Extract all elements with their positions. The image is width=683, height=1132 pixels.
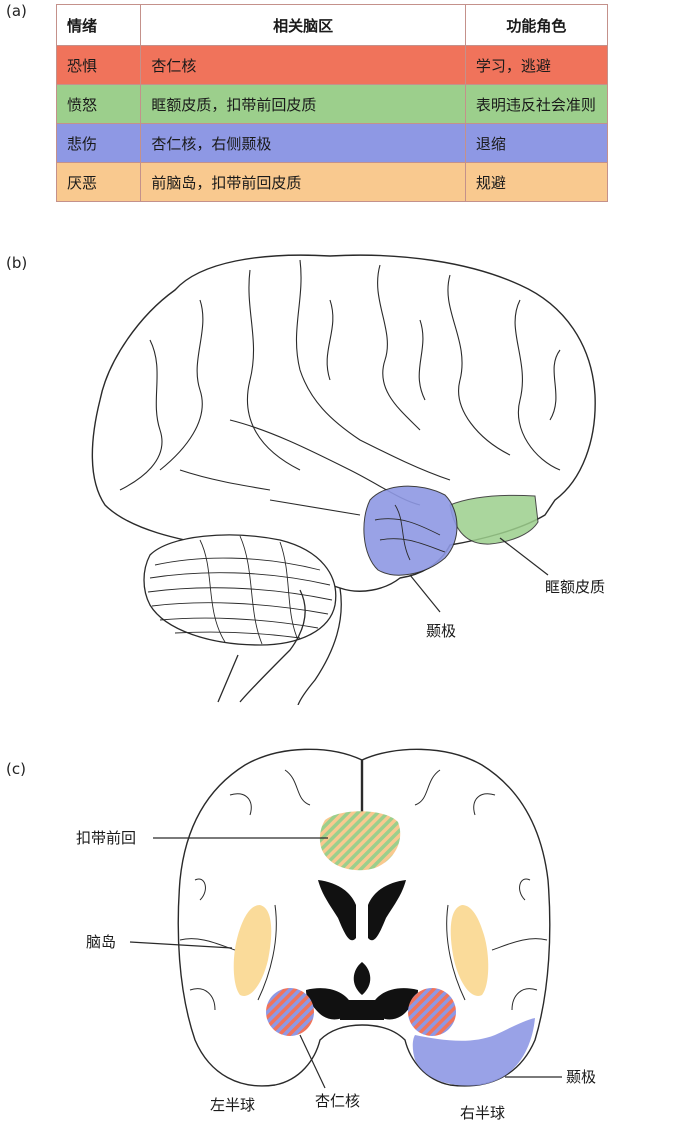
header-role: 功能角色	[464, 4, 609, 46]
table-row: 厌恶 前脑岛，扣带前回皮质 规避	[55, 162, 609, 202]
coronal-section-diagram: 扣带前回 脑岛 左半球 杏仁核 右半球 颞极	[76, 748, 596, 1122]
emotion-table: 情绪 相关脑区 功能角色 恐惧 杏仁核 学习，逃避 愤怒 眶额皮质，扣带前回皮质…	[55, 4, 609, 202]
label-temporal-pole-lateral: 颞极	[426, 622, 456, 640]
gyri-lines	[119, 259, 561, 516]
table-row: 悲伤 杏仁核，右侧颞极 退缩	[55, 123, 609, 163]
insula-leader	[129, 941, 233, 949]
orbitofrontal-leader	[499, 537, 549, 576]
label-amygdala: 杏仁核	[315, 1092, 360, 1110]
temporal-pole-leader	[409, 574, 441, 613]
cell-emotion: 恐惧	[55, 45, 142, 85]
cell-role: 规避	[464, 162, 609, 202]
right-temporal-pole-region	[412, 1018, 535, 1086]
lateral-brain-diagram: 眶额皮质 颞极	[91, 254, 605, 705]
third-ventricle	[353, 962, 371, 995]
coronal-sulci	[179, 769, 548, 1011]
temporal-pole-region	[363, 485, 458, 576]
cell-role: 学习，逃避	[464, 45, 609, 85]
header-regions: 相关脑区	[140, 4, 466, 46]
cell-emotion: 悲伤	[55, 123, 142, 163]
label-right-hemisphere: 右半球	[460, 1104, 505, 1122]
panel-label-c: (c)	[6, 760, 26, 778]
cerebellum-folia	[147, 535, 333, 645]
cell-regions: 杏仁核	[140, 45, 466, 85]
cerebellum	[143, 534, 337, 646]
temporal-horns	[306, 988, 418, 1020]
label-anterior-cingulate: 扣带前回	[76, 829, 136, 847]
table-header-row: 情绪 相关脑区 功能角色	[55, 4, 609, 46]
lateral-ventricles	[318, 880, 406, 941]
table-row: 愤怒 眶额皮质，扣带前回皮质 表明违反社会准则	[55, 84, 609, 124]
label-temporal-pole-coronal: 颞极	[566, 1068, 596, 1086]
right-amygdala-region	[408, 988, 456, 1036]
left-amygdala-region	[266, 988, 314, 1036]
label-left-hemisphere: 左半球	[210, 1096, 255, 1114]
cell-regions: 前脑岛，扣带前回皮质	[140, 162, 466, 202]
cell-regions: 眶额皮质，扣带前回皮质	[140, 84, 466, 124]
anterior-cingulate-region	[319, 811, 401, 871]
orbitofrontal-region	[449, 494, 539, 545]
table-row: 恐惧 杏仁核 学习，逃避	[55, 45, 609, 85]
panel-label-a: (a)	[6, 2, 27, 20]
label-insula: 脑岛	[86, 933, 116, 951]
cell-role: 退缩	[464, 123, 609, 163]
cell-emotion: 愤怒	[55, 84, 142, 124]
cell-regions: 杏仁核，右侧颞极	[140, 123, 466, 163]
right-insula-region	[450, 905, 489, 996]
cell-emotion: 厌恶	[55, 162, 142, 202]
cell-role: 表明违反社会准则	[464, 84, 609, 124]
header-emotion: 情绪	[55, 4, 142, 46]
amygdala-leader	[299, 1034, 326, 1089]
panel-label-b: (b)	[6, 254, 28, 272]
label-orbitofrontal: 眶额皮质	[545, 578, 605, 596]
left-insula-region	[233, 905, 272, 996]
brainstem	[239, 587, 342, 705]
